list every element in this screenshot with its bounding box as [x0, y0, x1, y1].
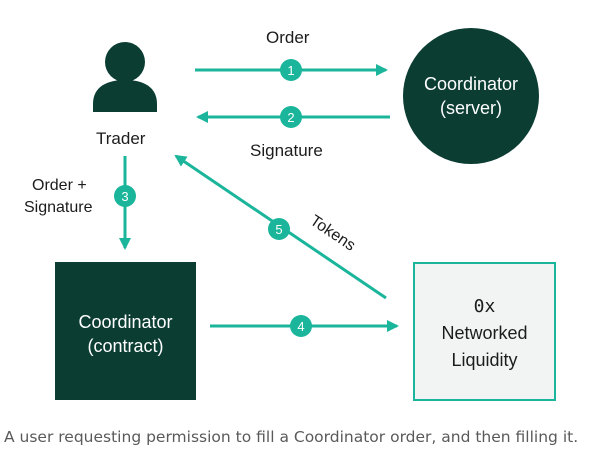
order-plus-label: Order +: [32, 177, 87, 194]
svg-text:4: 4: [297, 319, 304, 334]
flow-diagram: 1 2 3 4 5 Tokens: [55, 28, 556, 401]
order-label: Order: [266, 28, 310, 47]
signature-label: Signature: [250, 141, 323, 160]
coordinator-contract-line2: (contract): [87, 336, 164, 356]
step-badge-3: 3: [114, 185, 136, 207]
svg-text:5: 5: [275, 222, 282, 237]
step-badge-4: 4: [290, 315, 312, 337]
liquidity-line2: Networked: [441, 323, 528, 343]
coordinator-server-line1: Coordinator: [423, 74, 519, 94]
svg-text:1: 1: [287, 63, 294, 78]
trader-label: Trader: [96, 129, 146, 148]
order-signature-label: Signature: [24, 199, 93, 216]
svg-text:3: 3: [121, 189, 128, 204]
coordinator-contract-node: [55, 262, 196, 400]
coordinator-contract-line1: Coordinator: [78, 312, 173, 332]
figure-caption: A user requesting permission to fill a C…: [4, 428, 579, 446]
step-badge-5: 5: [268, 218, 290, 240]
svg-text:2: 2: [287, 110, 294, 125]
coordinator-server-node: [403, 28, 539, 164]
person-icon: [93, 42, 157, 112]
coordinator-contract-text: Coordinator (contract): [55, 310, 196, 358]
liquidity-text: 0x Networked Liquidity: [414, 293, 555, 374]
step-badge-2: 2: [280, 106, 302, 128]
liquidity-line1: 0x: [473, 296, 496, 317]
step-badge-1: 1: [280, 59, 302, 81]
coordinator-server-text: Coordinator (server): [403, 72, 539, 120]
liquidity-node: [413, 262, 556, 401]
liquidity-line3: Liquidity: [451, 350, 518, 370]
coordinator-server-line2: (server): [440, 98, 502, 118]
